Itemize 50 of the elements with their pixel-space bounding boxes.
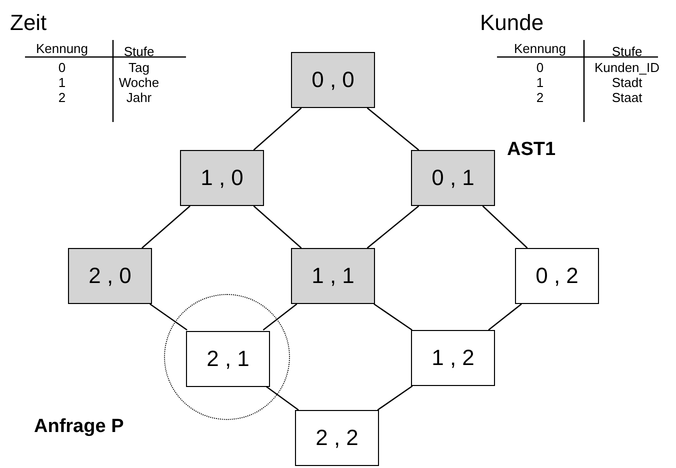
lattice-box [186, 331, 270, 387]
lattice-box [411, 150, 495, 206]
table-cell: Tag [128, 61, 150, 74]
connector-line [488, 303, 522, 331]
connector-line [377, 385, 413, 411]
table-cell: Stadt [612, 76, 642, 89]
connector-line [142, 206, 190, 248]
connector-line [366, 206, 420, 248]
table-title: Kunde [480, 12, 544, 34]
node-label: 1 , 1 [312, 263, 354, 289]
column-header: Stufe [124, 45, 154, 58]
node-label: 1 , 0 [200, 165, 244, 191]
lattice-box [411, 330, 495, 386]
column-header: Stufe [612, 45, 642, 58]
column-header: Kennung [514, 42, 566, 55]
node-label: 2 , 1 [206, 346, 250, 372]
node-label: 0 , 1 [432, 165, 474, 191]
lattice-box [295, 410, 379, 466]
column-header: Kennung [36, 42, 88, 55]
lattice-box [180, 150, 264, 206]
region-label: AST1 [507, 140, 556, 159]
connector-line [482, 206, 528, 248]
connector-line [374, 303, 412, 331]
connector-line [366, 108, 420, 150]
lattice-box [291, 52, 375, 108]
table-cell: 1 [58, 76, 66, 89]
lattice-box [291, 248, 375, 304]
table-cell: 2 [536, 91, 544, 104]
table-cell: 2 [58, 91, 66, 104]
connector-line [150, 303, 188, 331]
node-label: 0 , 2 [536, 263, 578, 289]
node-label: 0 , 0 [312, 67, 354, 93]
connector-line [253, 108, 302, 150]
node-label: 2 , 2 [316, 425, 358, 451]
query-label: Anfrage P [34, 417, 124, 436]
table-cell: 0 [58, 61, 66, 74]
table-cell: 0 [536, 61, 544, 74]
connector-line [262, 303, 298, 331]
node-label: 2 , 0 [88, 263, 132, 289]
table-cell: Jahr [126, 91, 152, 104]
table-title: Zeit [10, 12, 47, 34]
lattice-box [515, 248, 599, 304]
table-cell: Kunden_ID [594, 61, 660, 74]
table-cell: 1 [536, 76, 544, 89]
table-cell: Woche [118, 76, 160, 89]
connector-line [265, 385, 299, 411]
node-label: 1 , 2 [432, 345, 474, 371]
connector-line [253, 206, 302, 248]
table-cell: Staat [612, 91, 642, 104]
lattice-box [68, 248, 152, 304]
